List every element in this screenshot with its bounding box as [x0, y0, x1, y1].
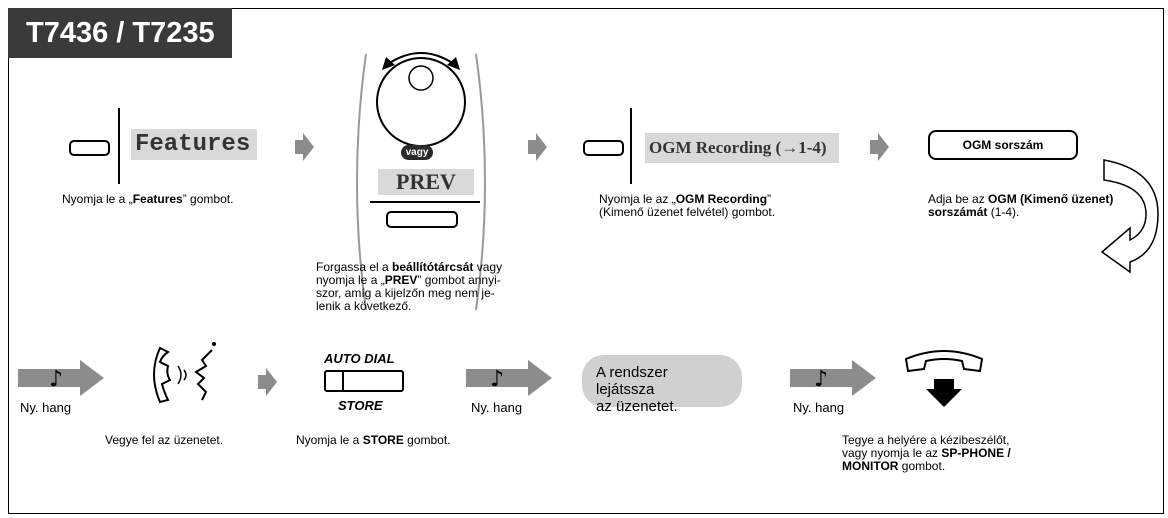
tone-arrow-icon: ♪: [466, 360, 552, 396]
step2-caption: Forgassa el a beállítótárcsát vagy nyomj…: [316, 260, 503, 313]
feature-key-icon: [69, 140, 110, 156]
step3-caption: Nyomja le az „OGM Recording” (Kimenő üze…: [599, 192, 776, 219]
step4-caption: Adja be az OGM (Kimenő üzenet) sorszámát…: [928, 192, 1114, 219]
model-title: T7436 / T7235: [8, 8, 232, 58]
next-arrow-icon: [870, 133, 889, 161]
separator-line: [370, 201, 480, 203]
tone-label: Ny. hang: [793, 400, 845, 415]
continue-arrow-icon: [1100, 159, 1159, 274]
prev-display: PREV: [378, 169, 474, 195]
ogm-recording-display: OGM Recording (→1-4): [645, 133, 839, 163]
store-label: STORE: [338, 398, 383, 413]
store-caption: Nyomja le a STORE gombot.: [296, 433, 451, 447]
record-caption: Vegye fel az üzenetet.: [105, 433, 224, 447]
ogm-key-icon: [583, 140, 624, 156]
display-divider: [118, 108, 120, 184]
diagram-frame: [8, 8, 1164, 514]
svg-text:♪: ♪: [49, 367, 63, 392]
tone-arrow-icon: ♪: [18, 360, 104, 396]
tone-label: Ny. hang: [20, 400, 72, 415]
features-display: Features: [131, 129, 257, 160]
tone-arrow-icon: ♪: [790, 360, 876, 396]
ogm-number-box: OGM sorszám: [928, 130, 1078, 160]
auto-dial-label: AUTO DIAL: [324, 351, 395, 366]
vagy-badge: vagy: [401, 145, 433, 160]
tone-label: Ny. hang: [471, 400, 523, 415]
store-key-divider: [342, 370, 344, 392]
hang-up-icon: [904, 350, 984, 407]
jog-dial-icon: [356, 52, 486, 311]
store-key-icon: [324, 370, 404, 392]
hang-up-caption: Tegye a helyére a kézibeszélőt, vagy nyo…: [842, 433, 1011, 473]
step1-caption: Nyomja le a „Features” gombot.: [62, 192, 234, 206]
next-arrow-icon: [295, 133, 314, 161]
svg-text:♪: ♪: [814, 367, 828, 392]
prev-key-icon: [386, 211, 458, 228]
record-message-icon: [153, 342, 216, 404]
next-arrow-icon: [258, 368, 277, 396]
svg-text:♪: ♪: [490, 367, 504, 392]
next-arrow-icon: [528, 133, 547, 161]
display-divider: [630, 108, 632, 184]
